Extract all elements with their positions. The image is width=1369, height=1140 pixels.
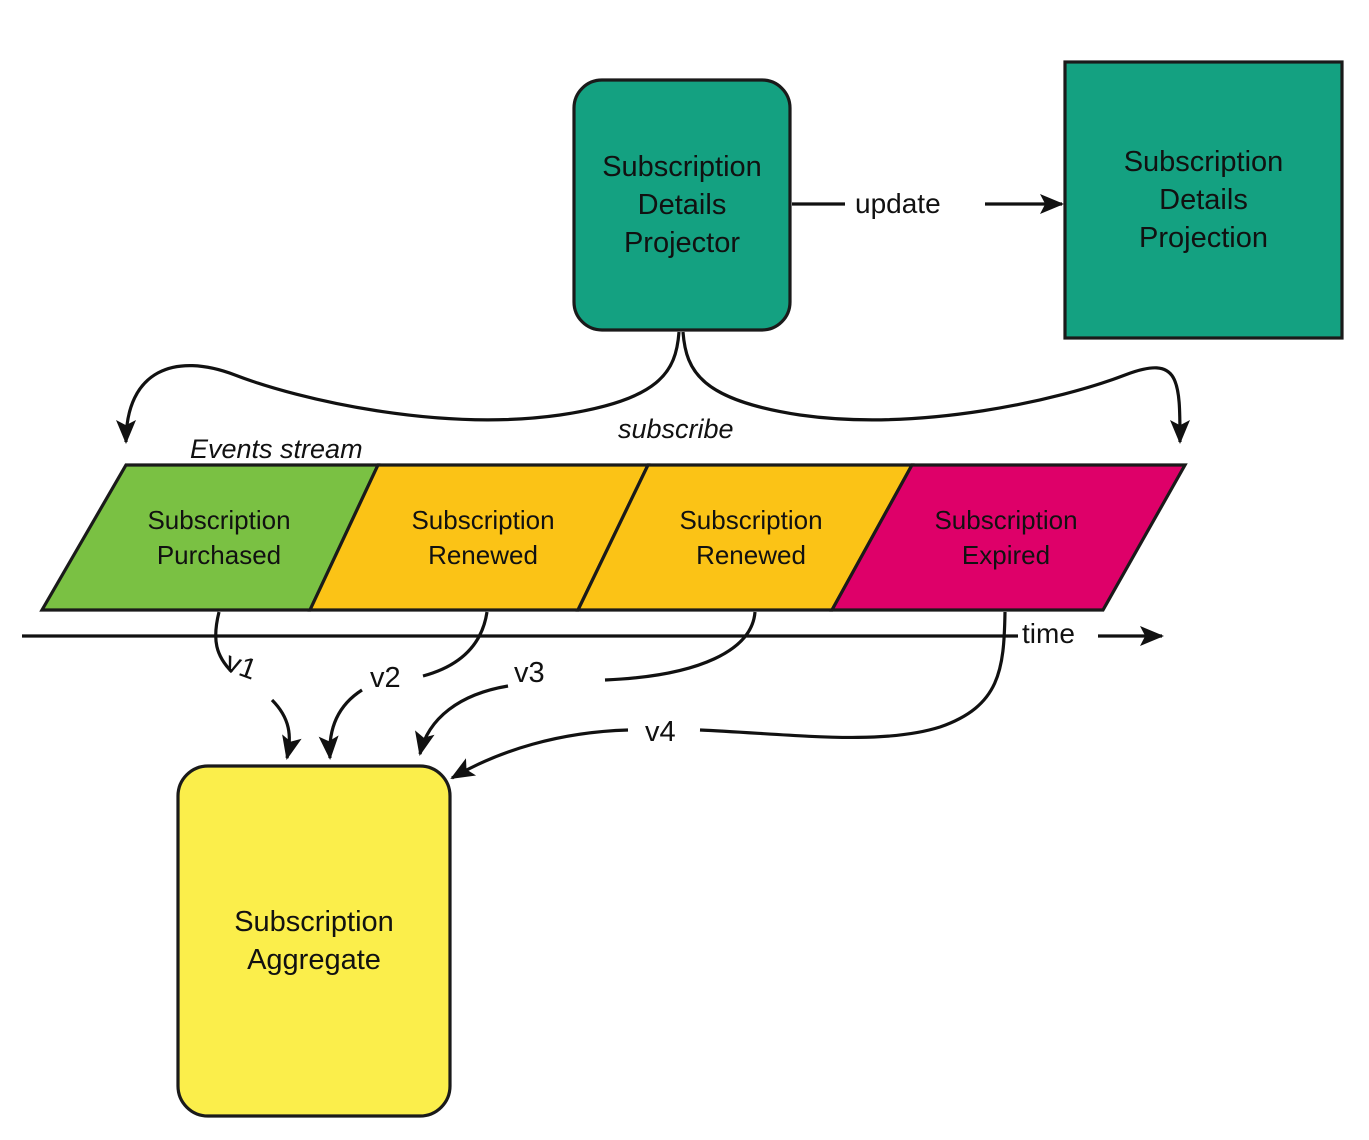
- v2-edge-arrow: [318, 688, 363, 760]
- v4-edge-label: v4: [645, 716, 676, 748]
- events-stream-caption: Events stream: [190, 434, 363, 464]
- subscribe-edge-label: subscribe: [618, 414, 734, 444]
- v1-edge-arrow: [270, 698, 302, 760]
- update-edge-label: update: [855, 188, 941, 219]
- v3-edge-arrow: [415, 684, 509, 756]
- v2-edge-label: v2: [370, 662, 401, 694]
- v1-edge: [214, 611, 234, 674]
- event-segment-subscription-expired[interactable]: [829, 463, 1188, 612]
- time-axis-label: time: [1022, 618, 1075, 649]
- v3-edge-label: v3: [514, 657, 545, 689]
- subscribe-edge-left: [116, 331, 681, 444]
- aggregate-node-shape[interactable]: [176, 764, 452, 1118]
- v4-edge: [699, 611, 1007, 740]
- v3-edge: [604, 611, 757, 682]
- projector-node-shape[interactable]: [572, 78, 792, 332]
- subscribe-edge-right: [681, 331, 1190, 444]
- v4-edge-arrow: [450, 728, 629, 780]
- v2-edge: [422, 611, 489, 678]
- projection-node-shape[interactable]: [1063, 60, 1344, 340]
